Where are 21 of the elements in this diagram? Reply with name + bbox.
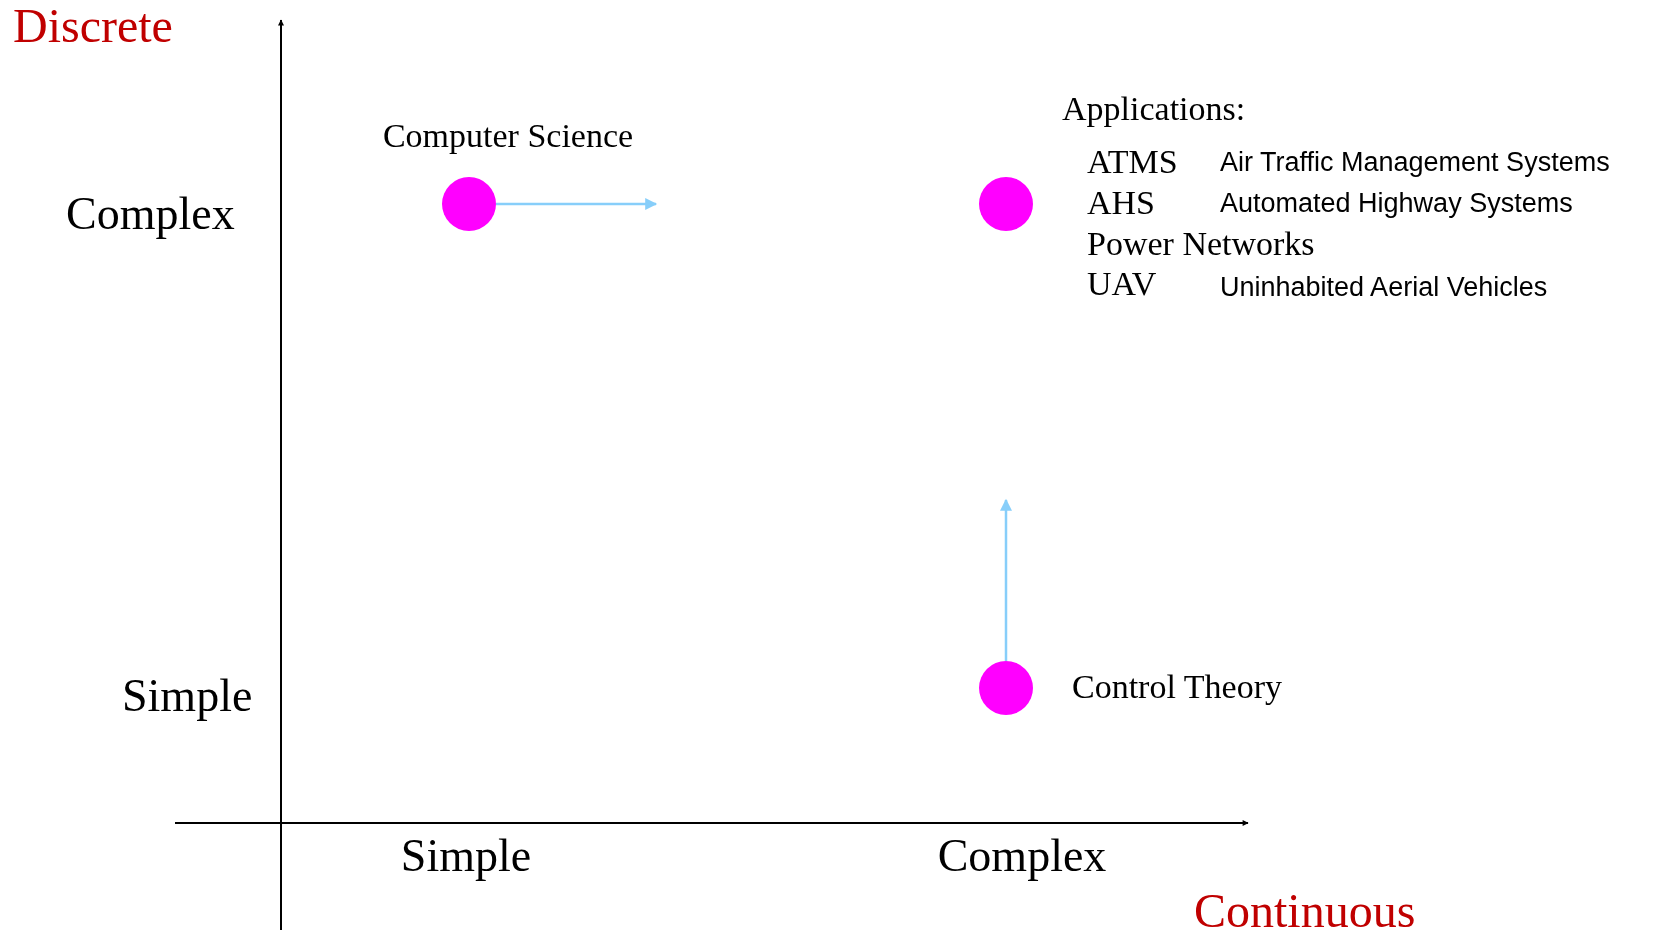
axis-tick-label: Complex xyxy=(66,190,235,237)
axis-tick-label: Simple xyxy=(122,672,253,719)
expansion-text: Uninhabited Aerial Vehicles xyxy=(1220,274,1548,302)
dot-marker xyxy=(979,177,1033,231)
arrow xyxy=(496,198,658,210)
node-caption: Control Theory xyxy=(1072,670,1282,705)
dot-marker xyxy=(979,661,1033,715)
axis-tick-label: Complex xyxy=(937,832,1107,879)
dot-marker xyxy=(442,177,496,231)
abbreviation: AHS xyxy=(1087,186,1156,221)
axis-title: Continuous xyxy=(1194,886,1416,933)
expansion-text: Air Traffic Management Systems xyxy=(1220,149,1610,177)
axis-title: Discrete xyxy=(13,1,173,50)
node-caption: Computer Science xyxy=(382,119,634,154)
abbreviation: UAV xyxy=(1087,267,1157,302)
list-heading: Applications: xyxy=(1062,92,1246,127)
arrow xyxy=(1000,498,1012,661)
expansion-text: Automated Highway Systems xyxy=(1220,190,1573,218)
list-item: Power Networks xyxy=(1087,227,1315,262)
abbreviation: ATMS xyxy=(1087,145,1178,180)
axis-tick-label: Simple xyxy=(400,832,532,879)
